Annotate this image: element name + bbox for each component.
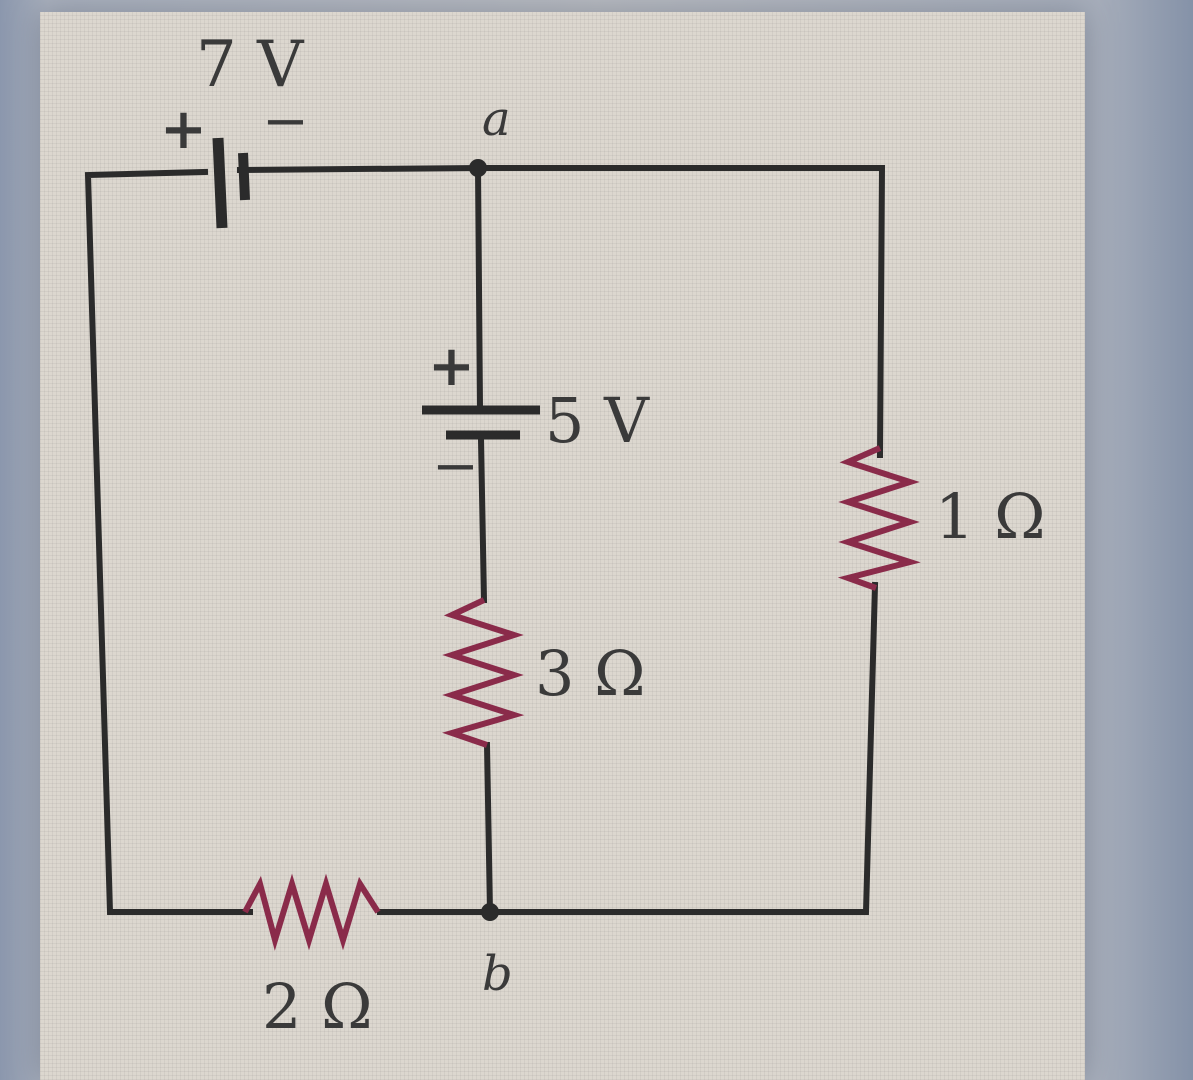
wire-middle-upper [474,164,484,412]
node-b-label: b [482,946,513,1002]
node-a-label: a [482,91,511,147]
resistor-3-ohm [442,597,525,748]
diagram-panel [40,12,1085,1080]
wire-top-right [475,165,886,459]
resistor-3-ohm-label: 3 Ω [535,637,646,710]
battery-5v-minus: − [432,434,479,499]
node-a-dot [469,159,487,177]
battery-7v-plus: + [160,96,207,162]
resistor-1-ohm [837,445,921,591]
resistor-2-ohm-label: 2 Ω [262,970,373,1043]
node-b-dot [481,903,499,921]
resistor-1-ohm-label: 1 Ω [935,480,1046,553]
wire-middle-lower [483,741,494,916]
wire-bottom-right [487,581,879,915]
battery-5v-plus: + [428,333,475,399]
wire-top-left [84,168,253,915]
battery-7v-short-plate [238,152,250,201]
resistor-2-ohm [242,873,381,951]
wire-top-middle [236,164,482,174]
battery-7v-label: 7 V [196,28,305,102]
battery-7v-minus: − [262,89,309,154]
battery-7v-long-plate [212,137,228,229]
wire-middle-center [477,436,488,604]
battery-5v-label: 5 V [545,384,650,457]
